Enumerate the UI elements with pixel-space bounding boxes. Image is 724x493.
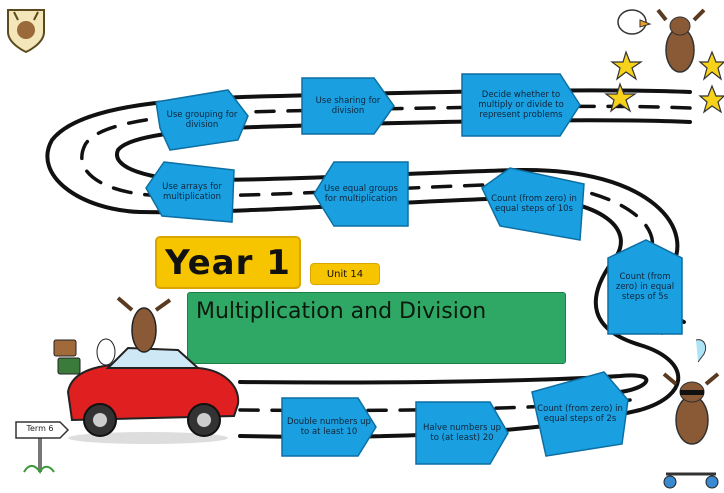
car-with-characters: [53, 296, 240, 444]
moose-scooter-character: [662, 339, 720, 489]
sign-label: Decide whether to multiply or divide to …: [478, 90, 564, 120]
arrow-sign-icon: [481, 167, 585, 241]
sign-label: Use arrays for multiplication: [162, 182, 222, 202]
topic-banner: Multiplication and Division: [187, 292, 566, 364]
arrow-sign-icon: [281, 397, 377, 457]
arrow-sign-icon: [461, 73, 581, 137]
year-label: Year 1: [165, 242, 291, 283]
sign-label: Use sharing for division: [315, 96, 381, 116]
year-badge: Year 1: [155, 236, 301, 289]
arrow-sign-icon: [145, 161, 235, 223]
sign-label: Use equal groups for multiplication: [324, 184, 398, 204]
unit-label: Unit 14: [326, 268, 364, 280]
arrow-sign-icon: [531, 371, 629, 457]
sign-count-10s: Count (from zero) in equal steps of 10s: [480, 166, 588, 242]
sign-label: Count (from zero) in equal steps of 2s: [537, 404, 623, 424]
term-label: Term 6: [26, 424, 54, 433]
sign-label: Use grouping for division: [166, 110, 238, 130]
sign-label: Count (from zero) in equal steps of 5s: [615, 272, 675, 302]
sign-sharing: Use sharing for division: [300, 76, 396, 136]
sign-decide: Decide whether to multiply or divide to …: [460, 72, 582, 138]
sign-label: Halve numbers up to (at least) 20: [422, 423, 501, 443]
topic-title: Multiplication and Division: [196, 299, 487, 324]
arrow-sign-icon: [313, 161, 409, 227]
sign-double: Double numbers up to at least 10: [280, 396, 378, 458]
sign-label: Count (from zero) in equal steps of 10s: [491, 194, 577, 214]
sign-arrays: Use arrays for multiplication: [144, 160, 240, 224]
sign-count-5s: Count (from zero) in equal steps of 5s: [606, 238, 684, 336]
stars-and-characters: [604, 8, 724, 114]
arrow-sign-icon: [155, 89, 249, 151]
maths-club-logo: [4, 4, 48, 54]
term-signpost: [15, 421, 70, 474]
arrow-sign-icon: [301, 77, 395, 135]
sign-halve: Halve numbers up to (at least) 20: [414, 400, 510, 466]
sign-grouping: Use grouping for division: [154, 88, 250, 152]
sign-equal-groups: Use equal groups for multiplication: [312, 160, 410, 228]
sign-label: Double numbers up to at least 10: [287, 417, 371, 437]
unit-badge: Unit 14: [310, 263, 380, 285]
arrow-sign-icon: [415, 401, 509, 465]
sign-count-2s: Count (from zero) in equal steps of 2s: [530, 370, 630, 458]
arrow-sign-icon: [607, 239, 683, 335]
